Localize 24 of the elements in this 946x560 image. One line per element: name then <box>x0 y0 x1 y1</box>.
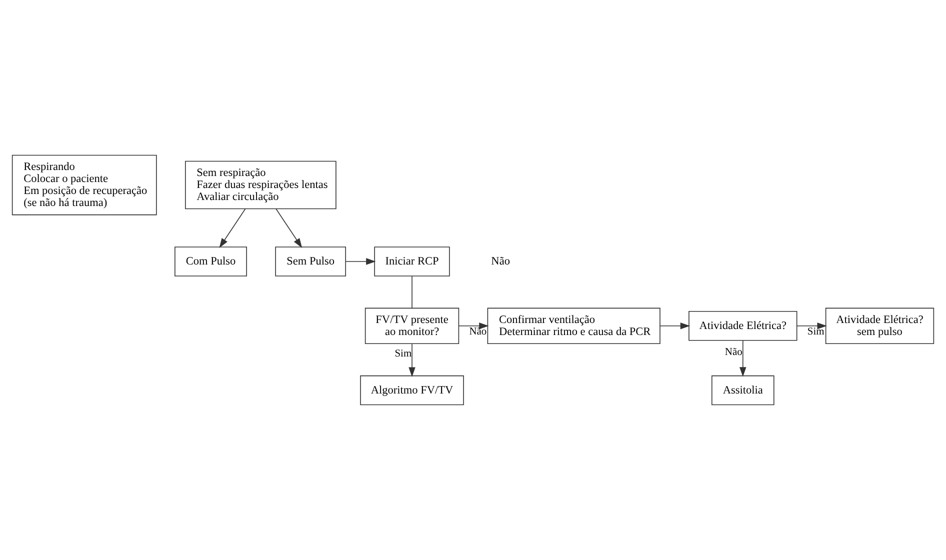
node-box: Com Pulso <box>174 246 247 276</box>
node-box: Atividade Elétrica? <box>688 311 798 341</box>
arrow <box>740 340 746 377</box>
edge-label: Sim <box>394 348 412 360</box>
arrow <box>276 208 302 248</box>
edge-label: Não <box>469 326 487 338</box>
arrow <box>219 208 246 248</box>
node-box: Sem Pulso <box>275 246 346 276</box>
label: Não <box>491 255 510 268</box>
node-box: Confirmar ventilação Determinar ritmo e causa da PCR <box>487 308 660 344</box>
edge-label: Sim <box>807 326 824 338</box>
arrow <box>796 322 827 330</box>
node-box: Algoritmo FV/TV <box>360 375 464 406</box>
node-box: FV/TV presente ao monitor? <box>364 308 460 344</box>
arrow <box>660 322 690 330</box>
node-box: Iniciar RCP <box>374 246 450 276</box>
arrow <box>408 343 416 377</box>
node-box: Respirando Colocar o paciente Em posição de recuperação (se não há trauma) <box>12 154 157 216</box>
node-box: Atividade Elétrica? sem pulso <box>825 308 934 344</box>
edge-label: Não <box>724 347 742 358</box>
node-box: Assitolia <box>712 375 774 406</box>
arrow <box>345 258 376 265</box>
arrow <box>458 322 489 330</box>
node-box: Sem respiração Fazer duas respirações lentas Avaliar circulação <box>185 160 336 210</box>
